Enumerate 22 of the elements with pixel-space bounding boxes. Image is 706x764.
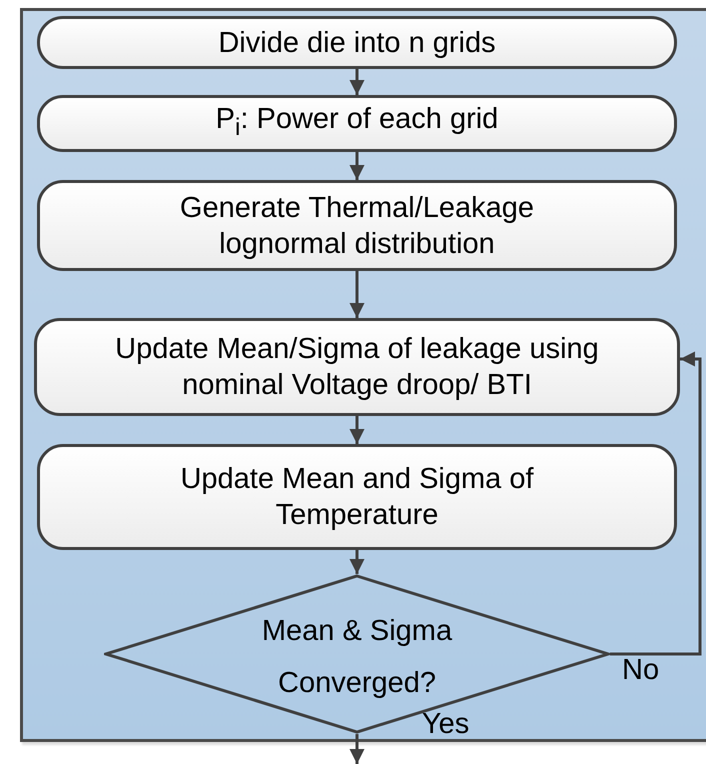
step-text: Update Mean/Sigma of leakage using nominal Voltage droop/ BTI bbox=[114, 332, 600, 403]
process-box bbox=[37, 444, 677, 550]
arrow bbox=[350, 69, 364, 95]
arrow bbox=[350, 550, 364, 574]
edge-label: No bbox=[622, 654, 660, 686]
process-box bbox=[37, 180, 677, 271]
arrow bbox=[350, 271, 364, 318]
step-text: Mean & Sigma Converged? bbox=[260, 614, 454, 701]
process-box bbox=[37, 95, 677, 152]
edge-label: Yes bbox=[422, 708, 470, 740]
arrow bbox=[350, 734, 364, 764]
process-box bbox=[34, 318, 680, 416]
process-box bbox=[37, 16, 677, 69]
step-text: P$_{i}$: Power of each grid bbox=[216, 102, 498, 143]
decision-diamond bbox=[104, 574, 610, 734]
step-text: Update Mean and Sigma of Temperature bbox=[179, 462, 535, 533]
arrow bbox=[350, 416, 364, 444]
step-text: Generate Thermal/Leakage lognormal distribution bbox=[178, 190, 536, 262]
panel-background bbox=[20, 8, 706, 742]
arrow bbox=[350, 152, 364, 180]
step-text: Divide die into n grids bbox=[218, 26, 496, 60]
arrow bbox=[610, 352, 702, 656]
